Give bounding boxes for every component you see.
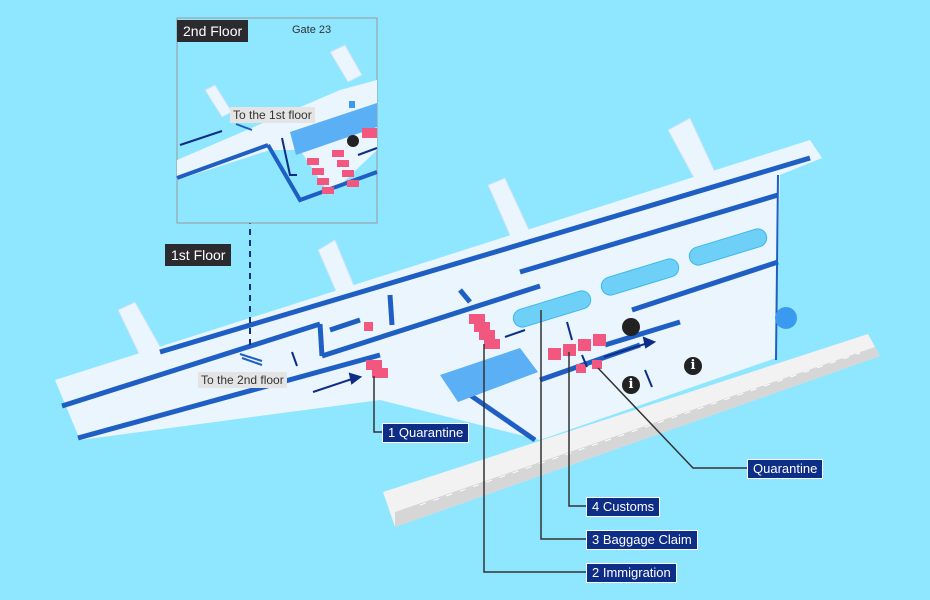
walls (61, 155, 811, 443)
label-baggage-claim[interactable]: 3 Baggage Claim (586, 530, 698, 550)
label-text: Customs (602, 499, 655, 514)
label-number: 2 (592, 565, 600, 580)
to-second-floor-note: To the 2nd floor (198, 372, 287, 388)
label-text: Immigration (602, 565, 671, 580)
blue-marker (775, 307, 797, 329)
terminal-floor (55, 140, 822, 440)
label-immigration[interactable]: 2 Immigration (586, 563, 677, 583)
gate-piers (117, 117, 716, 361)
label-quarantine-1[interactable]: 1 Quarantine (382, 423, 470, 443)
immigration-hall (440, 348, 538, 402)
label-text: Quarantine (398, 425, 464, 440)
leader-lines (373, 310, 750, 573)
escalator-icon (239, 353, 263, 366)
label-text: Baggage Claim (602, 532, 692, 547)
label-customs[interactable]: 4 Customs (586, 497, 661, 517)
baggage-service-icon (622, 318, 640, 336)
to-first-floor-note: To the 1st floor (230, 107, 315, 123)
label-number: 1 (388, 425, 396, 440)
info-icon[interactable]: i (622, 376, 640, 394)
label-quarantine-2[interactable]: Quarantine (747, 459, 824, 479)
flow-arrows (291, 321, 657, 393)
second-floor-label: 2nd Floor (177, 20, 249, 42)
info-icon[interactable]: i (684, 357, 702, 375)
baggage-carousels (512, 228, 768, 328)
counters (364, 314, 606, 378)
label-number: 3 (592, 532, 600, 547)
label-number: 4 (592, 499, 600, 514)
first-floor-label: 1st Floor (165, 244, 232, 266)
gate-label: Gate 23 (292, 24, 332, 36)
label-text: Quarantine (753, 461, 818, 476)
